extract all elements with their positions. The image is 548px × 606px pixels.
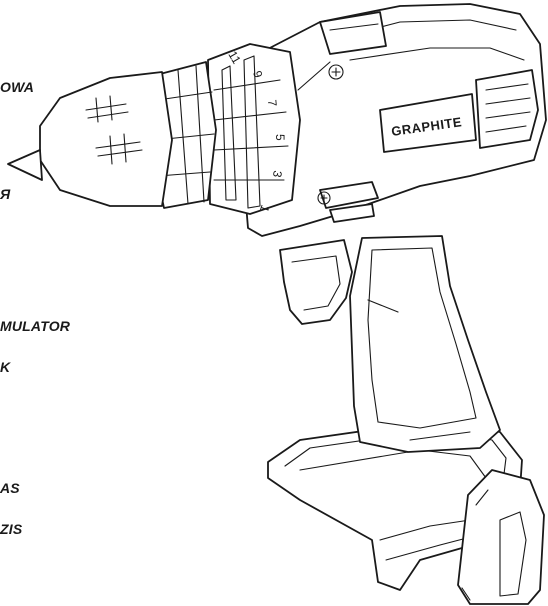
belt-clip [457,469,545,605]
dial-number-9: 9 [250,69,265,79]
trigger [279,239,353,325]
dial-number-1: 1 [257,203,273,214]
part-label-6: ZIS [0,521,23,537]
handle [349,235,501,453]
part-label-3: MULATOR [0,318,71,334]
part-label-5: AS [0,480,20,496]
part-label-2: Я [0,186,11,202]
part-label-4: K [0,359,11,375]
dial-number-3: 3 [270,169,285,178]
dial-number-5: 5 [273,134,287,141]
part-label-1: OWA [0,79,35,95]
keyless-chuck [7,71,173,207]
dial-number-7: 7 [265,99,280,107]
brand-plate: GRAPHITE [379,93,477,153]
torque-dial: 11 9 7 5 3 1 [207,43,301,215]
